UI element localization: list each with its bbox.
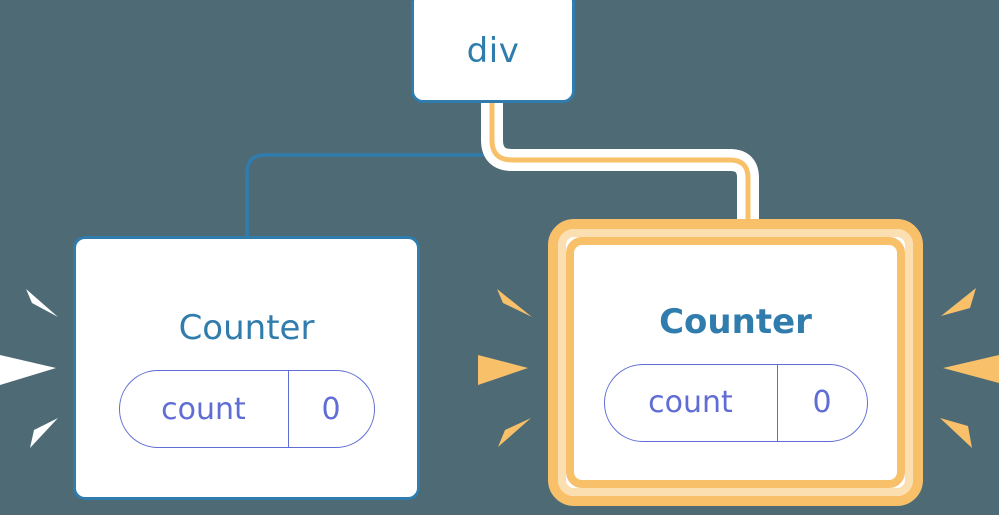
state-pill-right-value: 0	[776, 364, 867, 441]
node-counter-right-frame: Counter count 0	[566, 237, 905, 488]
edge-div-to-counter-left	[245, 101, 494, 240]
burst-right-of-counter-right	[940, 288, 999, 448]
ray-middle	[0, 355, 56, 385]
node-counter-right[interactable]: Counter count 0	[548, 219, 923, 506]
state-pill-right: count 0	[603, 363, 868, 442]
node-counter-right-label: Counter	[659, 301, 812, 342]
state-pill-left-value: 0	[287, 371, 374, 447]
node-div[interactable]: div	[411, 0, 575, 103]
ray-upper	[941, 288, 976, 316]
ray-upper	[497, 289, 532, 317]
ray-upper	[26, 289, 58, 317]
burst-right-of-counter-left	[478, 289, 532, 447]
state-pill-left: count 0	[118, 370, 375, 448]
node-counter-left[interactable]: Counter count 0	[73, 236, 420, 500]
ray-lower	[498, 418, 531, 447]
state-pill-left-key: count	[161, 391, 246, 427]
burst-left-of-counter-left	[0, 289, 58, 448]
ray-lower	[30, 418, 58, 448]
ray-lower	[940, 418, 972, 448]
state-pill-right-key: count	[648, 385, 733, 420]
edge-div-to-counter-right-halo	[481, 103, 759, 232]
ray-middle	[478, 355, 528, 385]
node-counter-left-label: Counter	[178, 308, 315, 348]
edge-div-to-counter-right	[489, 103, 751, 232]
ray-middle	[943, 355, 999, 383]
node-div-label: div	[466, 30, 520, 71]
